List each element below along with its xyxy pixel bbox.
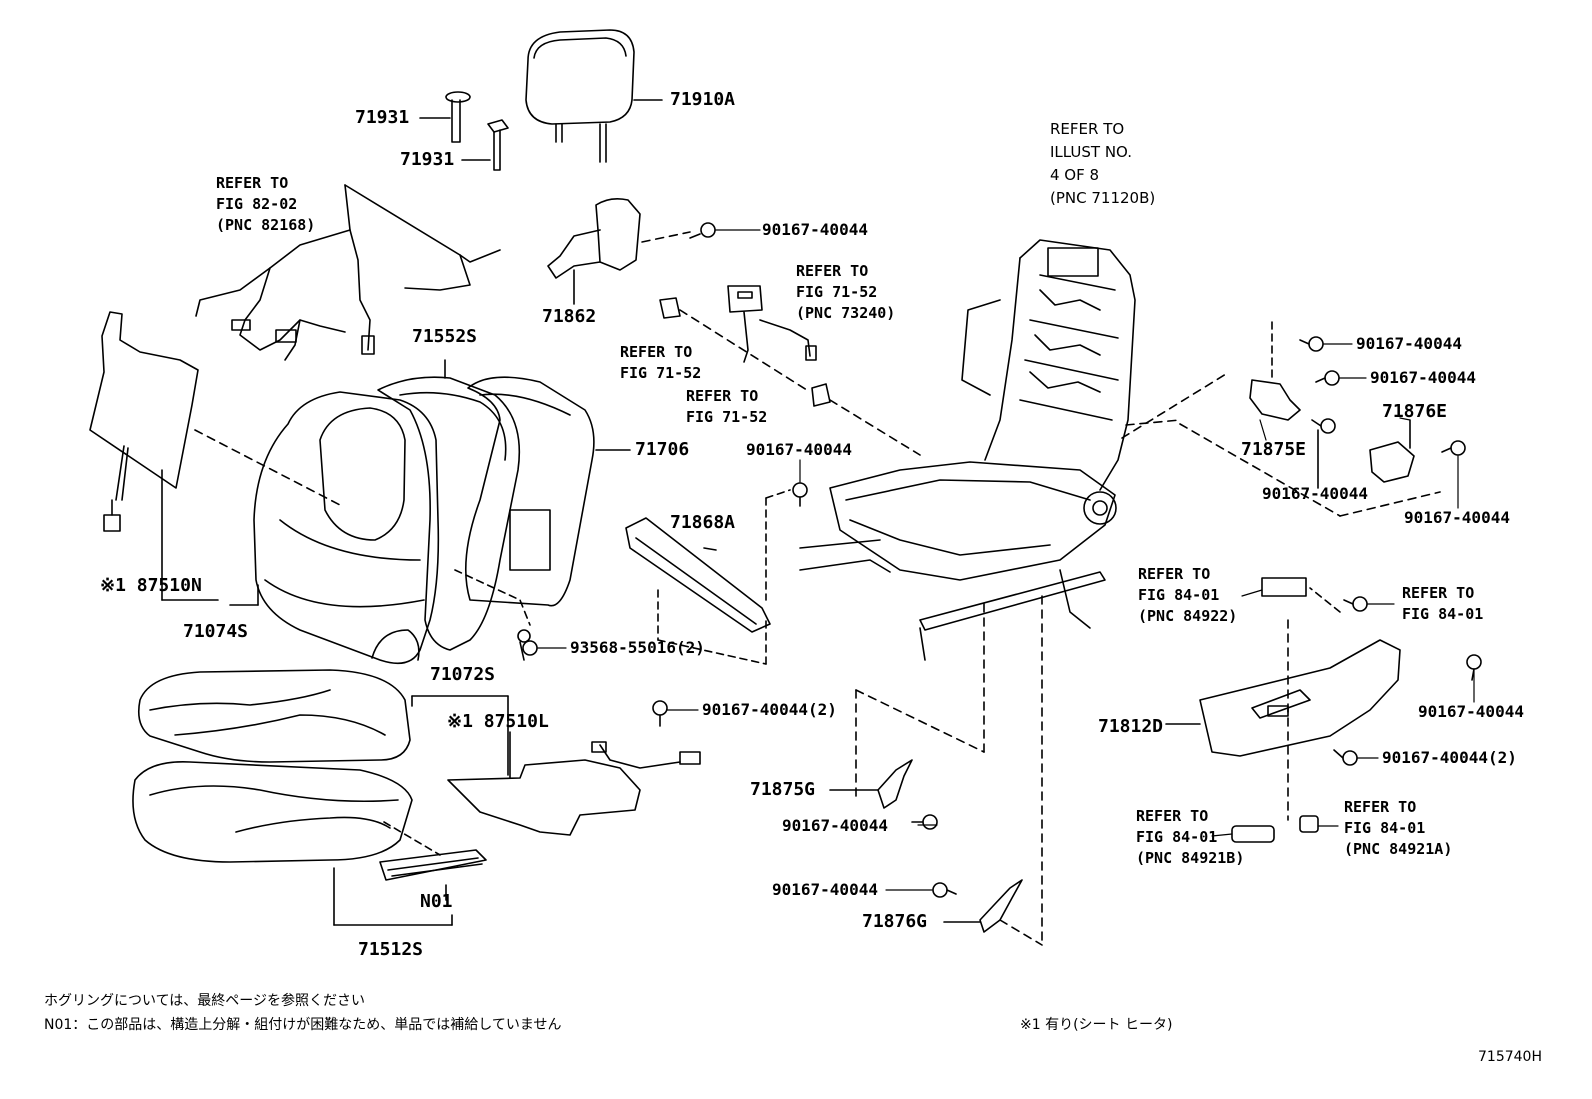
note-hog-ring: ホグリングについては、最終ページを参照ください xyxy=(44,993,366,1009)
fastener-label-90167-40044: 90167-40044 xyxy=(1370,368,1476,387)
reference-fig-71-52: REFER TO FIG 71-52 xyxy=(686,387,768,426)
bracket-71862-drawing xyxy=(547,198,691,305)
knobs-drawing xyxy=(1231,577,1319,843)
part-label-71512s: 71512S xyxy=(358,939,424,960)
part-label-71876g: 71876G xyxy=(862,911,928,932)
n01-part-drawing xyxy=(379,849,487,901)
fastener-label-90167-40044: 90167-40044 xyxy=(1404,508,1510,527)
side-cover-inner-drawing xyxy=(625,489,791,665)
clips-drawing xyxy=(659,297,921,456)
fastener-label-90167-40044: 90167-40044 xyxy=(1418,702,1524,721)
cushion-heater-drawing xyxy=(447,731,701,836)
fastener-label-90167-40044: 90167-40044 xyxy=(772,880,878,899)
leader-lines xyxy=(537,229,1475,891)
part-label-71812d: 71812D xyxy=(1098,716,1164,737)
side-cover-outer-drawing xyxy=(1165,587,1401,821)
fastener-label-90167-40044: 90167-40044 xyxy=(762,220,868,239)
part-label-71706: 71706 xyxy=(635,439,690,460)
part-label-71876e: 71876E xyxy=(1382,401,1448,422)
fastener-label-90167-40044: 90167-40044 xyxy=(746,440,852,459)
fastener-label-90167-40044: 90167-40044 xyxy=(1356,334,1462,353)
seatback-pad-drawing xyxy=(377,359,521,651)
note-n01: N01：この部品は、構造上分解・組付けが困難なため、単品では補給していません xyxy=(44,1017,562,1033)
lower-brackets-drawing xyxy=(829,589,1043,946)
seat-cushion-cover-drawing xyxy=(137,669,509,776)
reference-fig-84-01-pnc-84921a: REFER TO FIG 84-01 (PNC 84921A) xyxy=(1344,798,1453,858)
part-label-71862: 71862 xyxy=(542,306,597,327)
seatback-heater-drawing xyxy=(89,311,341,601)
seat-frame-drawing xyxy=(799,239,1227,661)
note-seat-heater-footnote: ※1 有り(シート ヒータ) xyxy=(1020,1017,1173,1033)
reference-fig-84-01-pnc-84922: REFER TO FIG 84-01 (PNC 84922) xyxy=(1138,565,1238,625)
fastener-label-90167-40044: 90167-40044 xyxy=(782,816,888,835)
reference-fig-84-01-pnc-84921b: REFER TO FIG 84-01 (PNC 84921B) xyxy=(1136,807,1245,867)
fastener-label-90167-40044: 90167-40044 xyxy=(1262,484,1368,503)
part-label-71910a: 71910A xyxy=(670,89,736,110)
part-label-n01: N01 xyxy=(420,891,453,912)
reference-illust-4-of-8: REFER TO ILLUST NO. 4 OF 8 (PNC 71120B) xyxy=(1050,120,1156,207)
part-label-71931-lower: 71931 xyxy=(400,149,455,170)
reference-fig-71-52: REFER TO FIG 71-52 xyxy=(620,343,702,382)
headrest-drawing xyxy=(525,29,663,163)
part-label-71552s: 71552S xyxy=(412,326,478,347)
figure-id: 715740H xyxy=(1478,1049,1542,1065)
fastener-label-90167-40044-x2: 90167-40044(2) xyxy=(1382,748,1517,767)
seat-cushion-pad-drawing xyxy=(132,761,453,926)
seatbelt-buckle-drawing xyxy=(727,285,817,363)
part-label-71931-upper: 71931 xyxy=(355,107,410,128)
seatback-board-drawing xyxy=(454,376,631,661)
part-label-71875g: 71875G xyxy=(750,779,816,800)
part-label-71074s: 71074S xyxy=(183,621,249,642)
fastener-label-93568-55016: 93568-55016(2) xyxy=(570,638,705,657)
reference-fig-82-02: REFER TO FIG 82-02 (PNC 82168) xyxy=(216,174,316,234)
wire-harness-drawing xyxy=(195,184,501,361)
part-label-71875e: 71875E xyxy=(1241,439,1307,460)
part-label-87510n: ※1 87510N xyxy=(100,575,202,596)
seatback-cover-drawing xyxy=(229,391,440,665)
part-label-71072s: 71072S xyxy=(430,664,496,685)
reference-fig-84-01: REFER TO FIG 84-01 xyxy=(1402,584,1484,623)
part-label-87510l: ※1 87510L xyxy=(447,711,549,732)
reference-fig-71-52-pnc-73240: REFER TO FIG 71-52 (PNC 73240) xyxy=(796,262,896,322)
headrest-guide-drawings xyxy=(419,91,509,171)
rear-brackets-drawing xyxy=(1179,321,1441,517)
fastener-label-90167-40044-x2: 90167-40044(2) xyxy=(702,700,837,719)
part-label-71868a: 71868A xyxy=(670,512,736,533)
